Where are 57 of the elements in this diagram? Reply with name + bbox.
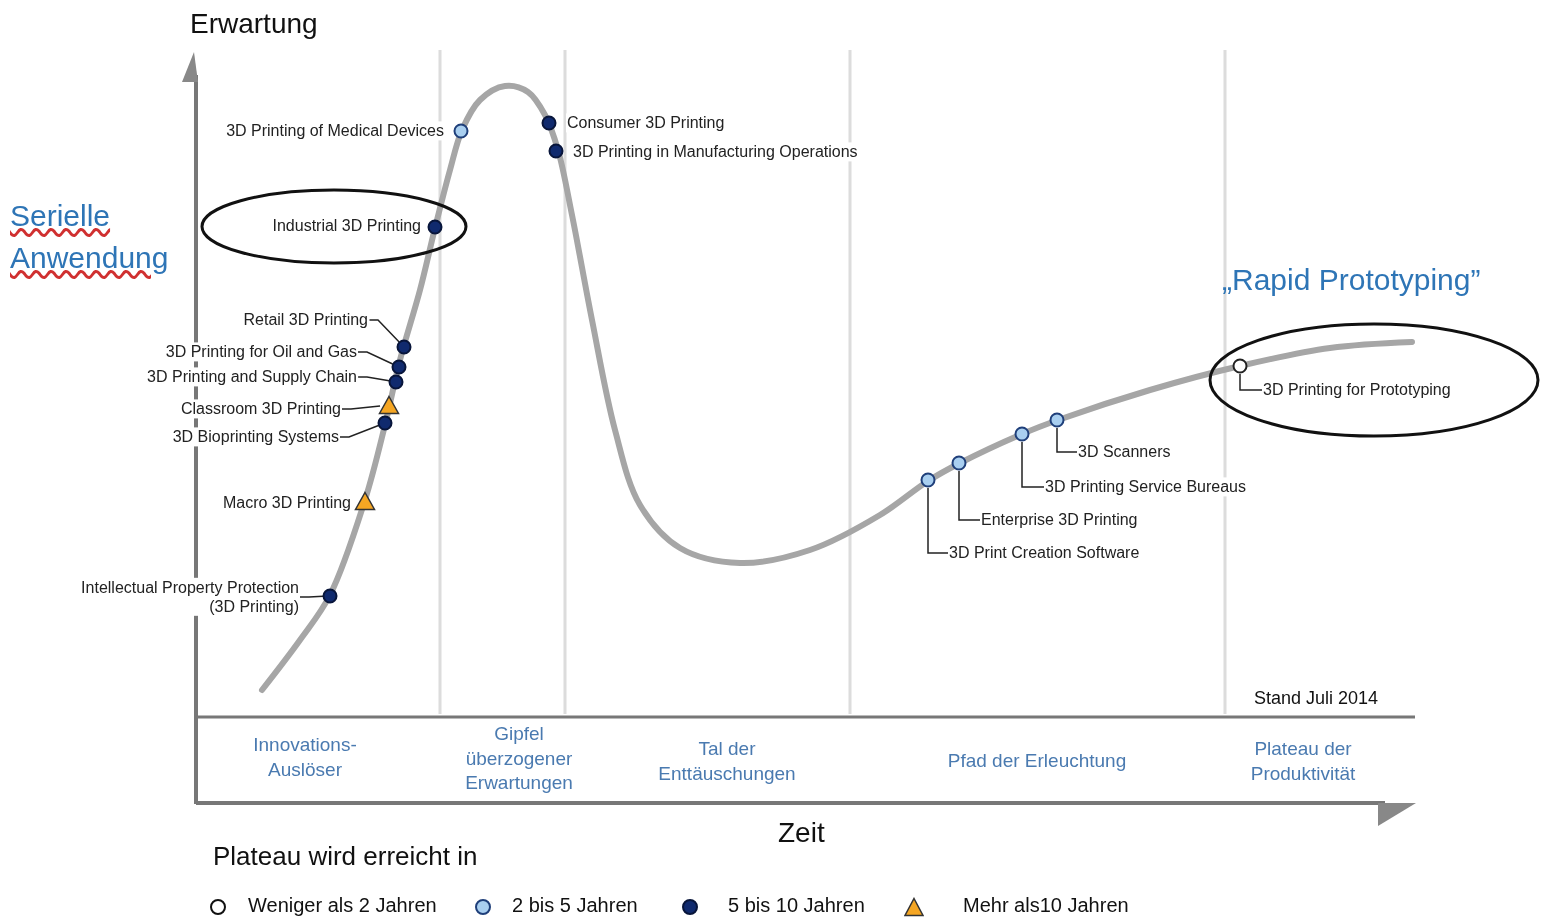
technology-label: 3D Printing in Manufacturing Operations xyxy=(572,142,859,162)
leader-line xyxy=(299,595,324,598)
technology-label: 3D Printing for Prototyping xyxy=(1262,380,1452,400)
technology-label: 3D Printing for Oil and Gas xyxy=(164,342,358,362)
marker-dot xyxy=(1049,412,1065,428)
technology-label: 3D Printing Service Bureaus xyxy=(1044,477,1247,497)
marker-dot xyxy=(1014,426,1030,442)
technology-label: Consumer 3D Printing xyxy=(566,113,726,133)
marker-dot xyxy=(427,219,443,235)
annotation-text: „Rapid Prototyping” xyxy=(1222,262,1481,298)
axis-title: Zeit xyxy=(778,816,825,850)
marker-dot xyxy=(541,115,557,131)
phase-label: Pfad der Erleuchtung xyxy=(947,749,1127,773)
technology-label: Retail 3D Printing xyxy=(242,310,369,330)
marker-dot xyxy=(396,339,412,355)
technology-label: Classroom 3D Printing xyxy=(179,399,342,419)
marker-dot xyxy=(388,374,404,390)
phase-label: Plateau der Produktivität xyxy=(1249,737,1357,786)
leader-line xyxy=(1239,373,1263,391)
legend-title: Plateau wird erreicht in xyxy=(213,840,478,873)
leader-line xyxy=(341,405,381,410)
phase-label: Innovations-Auslöser xyxy=(252,733,358,782)
marker-dot xyxy=(920,472,936,488)
legend-text: Weniger als 2 Jahren xyxy=(248,894,437,917)
technology-label: 3D Printing of Medical Devices xyxy=(225,121,445,141)
technology-label: 3D Bioprinting Systems xyxy=(171,427,340,447)
leader-line xyxy=(339,424,380,438)
leader-line xyxy=(1021,441,1045,488)
technology-label: Enterprise 3D Printing xyxy=(980,510,1139,530)
marker-dot xyxy=(377,415,393,431)
leader-line xyxy=(357,376,390,382)
date-note: Stand Juli 2014 xyxy=(1254,687,1379,710)
legend-text: 5 bis 10 Jahren xyxy=(728,894,865,917)
leader-line xyxy=(927,487,949,554)
highlight-ellipse xyxy=(200,188,468,265)
technology-label: Macro 3D Printing xyxy=(221,493,352,513)
annotation-text: Serielle Anwendung xyxy=(10,198,170,276)
marker-triangle xyxy=(354,491,376,511)
axis-title: Erwartung xyxy=(190,7,318,41)
technology-label: 3D Printing and Supply Chain xyxy=(146,367,358,387)
leader-line xyxy=(357,351,394,365)
marker-dot xyxy=(951,455,967,471)
marker-dot xyxy=(1232,358,1248,374)
marker-dot xyxy=(548,143,564,159)
marker-triangle xyxy=(378,395,400,415)
marker-dot xyxy=(391,359,407,375)
leader-line xyxy=(1056,427,1078,453)
legend-text: Mehr als10 Jahren xyxy=(963,894,1129,917)
leader-line xyxy=(368,319,400,343)
phase-label: Tal der Enttäuschungen xyxy=(657,737,797,786)
leader-line xyxy=(958,470,981,521)
marker-dot xyxy=(453,123,469,139)
marker-dot xyxy=(322,588,338,604)
phase-label: Gipfel überzogener Erwartungen xyxy=(464,722,574,796)
legend-text: 2 bis 5 Jahren xyxy=(512,894,638,917)
technology-label: Industrial 3D Printing xyxy=(271,216,422,236)
highlight-ellipse xyxy=(1208,322,1540,438)
